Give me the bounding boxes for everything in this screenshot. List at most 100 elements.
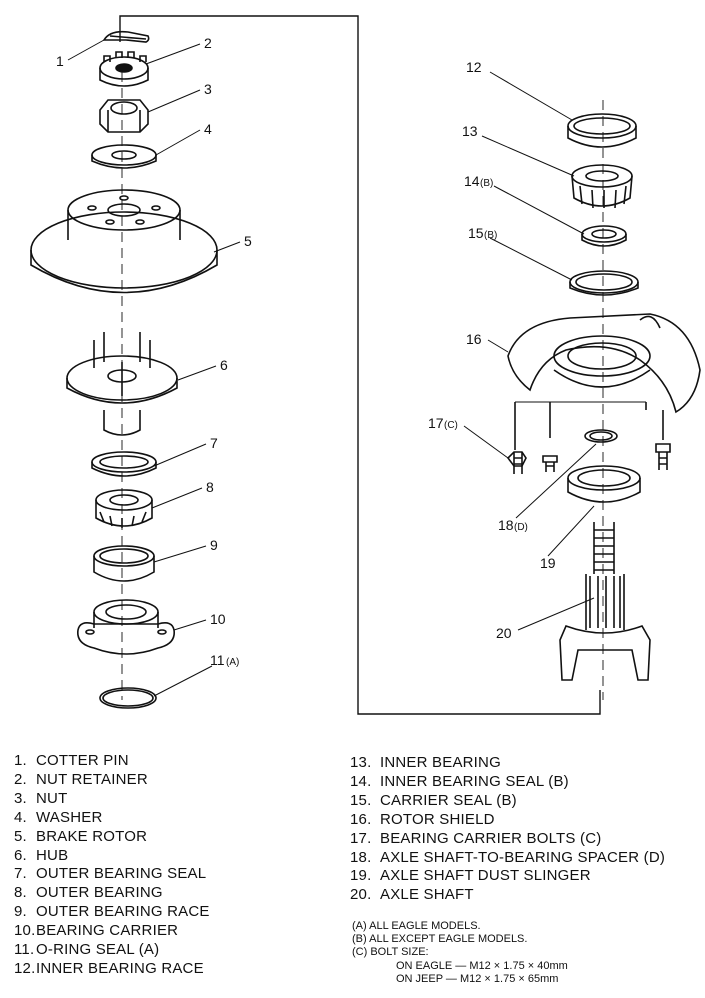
bearing-carrier [77, 599, 175, 655]
legend-number: 18. [350, 848, 372, 866]
outer-bearing [95, 489, 153, 528]
callout-13: 13 [462, 123, 478, 139]
legend-number: 12. [14, 959, 36, 977]
legend-text: OUTER BEARING SEAL [36, 865, 207, 883]
callout-4: 4 [204, 121, 212, 137]
outer-bearing-seal [91, 451, 157, 477]
callout-11: 11 [210, 652, 225, 668]
legend-text: INNER BEARING SEAL (B) [380, 772, 569, 790]
legend-item: 11.O-RING SEAL (A) [14, 941, 210, 960]
legend-number: 20. [350, 886, 372, 904]
note-c-eagle: ON EAGLE — M12 × 1.75 × 40mm [396, 959, 568, 972]
legend-text: INNER BEARING RACE [36, 959, 204, 977]
legend-number: 7. [14, 865, 27, 883]
legend-item: 2. NUT RETAINER [14, 771, 210, 790]
legend-item: 13. INNER BEARING [350, 754, 665, 773]
legend-item: 15.CARRIER SEAL (B) [350, 792, 665, 811]
callout-19: 19 [540, 555, 556, 571]
legend-item: 4.WASHER [14, 809, 210, 828]
legend-text: AXLE SHAFT [380, 886, 474, 904]
callout-18-note: (D) [514, 522, 528, 533]
legend-number: 17. [350, 829, 372, 847]
note-c-jeep: ON JEEP — M12 × 1.75 × 65mm [396, 972, 559, 985]
outer-bearing-race [93, 545, 155, 582]
legend-item: 5. BRAKE ROTOR [14, 828, 210, 847]
callout-10: 10 [210, 611, 226, 627]
legend-number: 8. [14, 884, 27, 902]
callout-16: 16 [466, 331, 482, 347]
note-b: (B) ALL EXCEPT EAGLE MODELS. [352, 933, 528, 946]
callout-14-note: (B) [480, 178, 493, 189]
axle-shaft-to-bearing-spacer [584, 429, 618, 443]
legend-text: BEARING CARRIER BOLTS (C) [380, 829, 602, 847]
brake-rotor [30, 189, 218, 294]
callout-11-note: (A) [226, 657, 239, 668]
axle-shaft [559, 522, 651, 681]
legend-text: NUT RETAINER [36, 770, 148, 788]
legend-number: 2. [14, 770, 27, 788]
legend-number: 10. [14, 922, 36, 940]
legend-text: INNER BEARING [380, 754, 501, 771]
callout-15-note: (B) [484, 230, 497, 241]
callout-1: 1 [56, 53, 64, 69]
callout-8: 8 [206, 479, 214, 495]
legend-number: 5. [14, 827, 27, 845]
legend-number: 3. [14, 789, 27, 807]
legend-text: OUTER BEARING [36, 884, 163, 902]
legend-number: 19. [350, 867, 372, 885]
legend-number: 14. [350, 772, 372, 790]
washer [91, 144, 157, 169]
callout-20: 20 [496, 625, 512, 641]
connector-line [119, 15, 601, 715]
legend-text: COTTER PIN [36, 752, 129, 769]
callout-5: 5 [244, 233, 252, 249]
legend-text: AXLE SHAFT-TO-BEARING SPACER (D) [380, 848, 666, 866]
callout-9: 9 [210, 537, 218, 553]
legend-text: BRAKE ROTOR [36, 827, 148, 845]
rotor-shield [507, 313, 701, 414]
cotter-pin [102, 30, 150, 43]
legend-item: 10.BEARING CARRIER [14, 922, 210, 941]
legend-number: 4. [14, 808, 27, 826]
legend-item: 9. OUTER BEARING RACE [14, 903, 210, 922]
legend-text: O-RING SEAL (A) [36, 941, 160, 959]
legend-text: NUT [36, 789, 68, 807]
legend-number: 6. [14, 846, 27, 864]
nut-retainer [99, 51, 149, 87]
parts-legend-right: 13. INNER BEARING 14. INNER BEARING SEAL (B… [350, 754, 665, 905]
legend-item: 19.AXLE SHAFT DUST SLINGER [350, 867, 665, 886]
carrier-seal [569, 270, 639, 296]
legend-number: 15. [350, 791, 372, 809]
legend-item: 6. HUB [14, 847, 210, 866]
inner-bearing [571, 164, 633, 209]
legend-item: 7. OUTER BEARING SEAL [14, 865, 210, 884]
inner-bearing-race [567, 113, 637, 148]
callout-17: 17 [428, 415, 444, 431]
callout-15: 15 [468, 225, 484, 241]
legend-item: 1.COTTER PIN [14, 752, 210, 771]
note-a: (A) ALL EAGLE MODELS. [352, 920, 481, 932]
legend-item: 14. INNER BEARING SEAL (B) [350, 773, 665, 792]
legend-item: 8. OUTER BEARING [14, 884, 210, 903]
legend-item: 12.INNER BEARING RACE [14, 960, 210, 979]
note-c: (C) BOLT SIZE: [352, 946, 429, 959]
legend-text: HUB [36, 846, 69, 864]
callout-17-note: (C) [444, 420, 458, 431]
legend-item: 17. BEARING CARRIER BOLTS (C) [350, 830, 665, 849]
footnotes: (A) ALL EAGLE MODELS. (B) ALL EXCEPT EAG… [352, 920, 568, 986]
callout-7: 7 [210, 435, 218, 451]
o-ring-seal [99, 687, 157, 709]
legend-number: 16. [350, 810, 372, 828]
legend-number: 11. [14, 941, 35, 959]
callout-labels: 1 2 3 4 5 6 7 8 9 10 11 (A) 12 13 14 (B)… [56, 35, 556, 668]
nut [99, 99, 149, 133]
inner-bearing-seal [581, 225, 627, 247]
legend-number: 9. [14, 903, 27, 921]
legend-text: OUTER BEARING RACE [36, 903, 210, 921]
legend-number: 13. [350, 754, 372, 771]
hub [66, 332, 178, 436]
legend-item: 20. AXLE SHAFT [350, 886, 665, 905]
legend-item: 16.ROTOR SHIELD [350, 811, 665, 830]
callout-14: 14 [464, 173, 480, 189]
leader-lines [67, 39, 597, 697]
